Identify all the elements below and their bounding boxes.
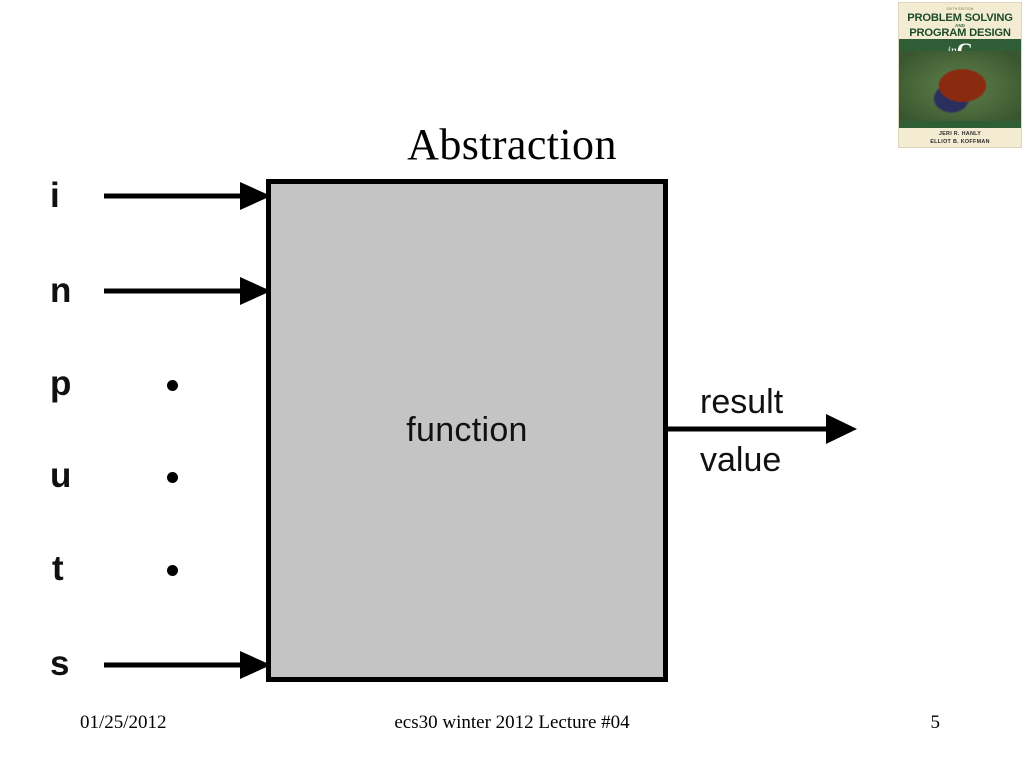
input-arrow-2 [104,277,271,305]
arrow-layer [104,182,857,679]
input-letter-p: p [50,364,72,403]
footer-course-label: ecs30 winter 2012 Lecture #04 [394,712,630,733]
ellipsis-dot [167,380,178,391]
function-box: function [266,179,668,682]
function-box-label: function [406,411,528,449]
book-bottom-band [899,121,1021,128]
book-author-2: ELLIOT B. KOFFMAN [930,139,990,145]
output-label-value: value [700,441,782,479]
book-title-conjunction: AND [955,23,965,28]
output-arrow [668,414,857,444]
book-cover-image: SIXTH EDITION PROBLEM SOLVING AND PROGRA… [898,2,1022,148]
ellipsis-dot [167,565,178,576]
input-letter-u: u [50,456,72,495]
input-arrow-1 [104,182,271,210]
footer-date: 01/25/2012 [80,712,167,733]
output-label-result: result [700,383,784,421]
input-letter-i: i [50,176,60,215]
ellipsis-dot [167,472,178,483]
abstraction-diagram: i n p u t s [50,176,857,683]
book-author-1: JERI R. HANLY [938,131,982,137]
book-edition-text: SIXTH EDITION [946,6,974,12]
book-in-word: in [947,43,957,57]
book-cover-artwork [899,51,1021,123]
page-title: Abstraction [407,120,617,169]
footer-page-number: 5 [930,712,941,733]
book-title-line-2: PROGRAM DESIGN [909,27,1011,39]
input-letter-s: s [50,644,70,683]
input-letter-t: t [52,549,64,588]
slide-footer: 01/25/2012 ecs30 winter 2012 Lecture #04… [0,712,1024,746]
book-title-line-1: PROBLEM SOLVING [907,12,1013,24]
input-letter-n: n [50,271,72,310]
input-arrow-3 [104,651,271,679]
